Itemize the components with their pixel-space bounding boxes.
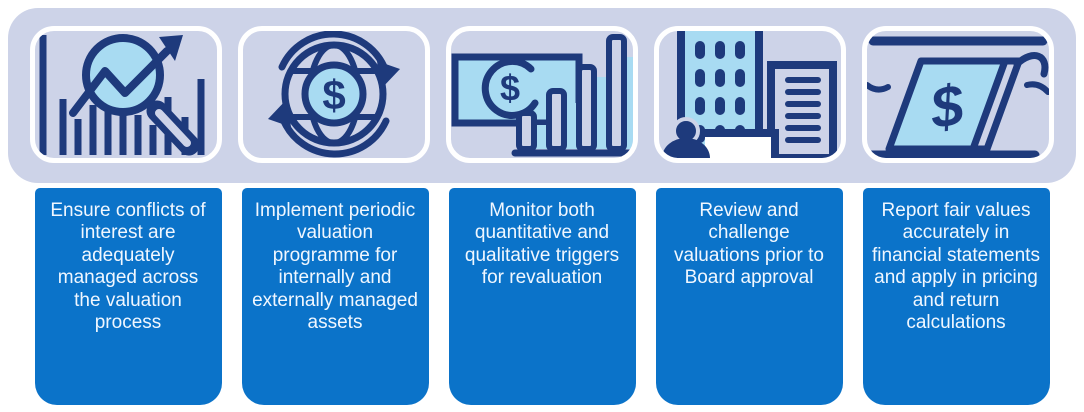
text-box-label: Report fair values accurately in financi… [872,200,1040,334]
text-box-conflicts: Ensure conflicts of interest are adequat… [34,188,222,405]
icon-card-conflicts [30,26,222,163]
text-box-programme: Implement periodic valuation programme f… [241,188,429,405]
buildings-person-icon [662,31,837,158]
icon-card-review [654,26,846,163]
icon-card-programme: $ [238,26,430,163]
text-box-label: Review and challenge valuations prior to… [674,200,824,289]
icon-band: $ $ [8,8,1076,183]
banknote-flow-icon: $ [867,36,1049,158]
icon-card-monitor: $ [446,26,638,163]
globe-dollar-cycle-icon: $ [268,31,400,158]
banknote-bar-chart-icon: $ [451,34,633,157]
icon-card-report: $ [862,26,1054,163]
text-box-label: Monitor both quantitative and qualitativ… [464,200,620,289]
magnifier-bar-chart-icon [39,34,205,156]
svg-text:$: $ [322,72,345,119]
svg-text:$: $ [500,68,520,109]
text-box-report: Report fair values accurately in financi… [862,188,1050,405]
text-box-review: Review and challenge valuations prior to… [655,188,843,405]
text-box-monitor: Monitor both quantitative and qualitativ… [448,188,636,405]
text-box-label: Implement periodic valuation programme f… [252,200,418,334]
text-box-row: Ensure conflicts of interest are adequat… [0,188,1084,405]
text-box-label: Ensure conflicts of interest are adequat… [50,200,206,334]
